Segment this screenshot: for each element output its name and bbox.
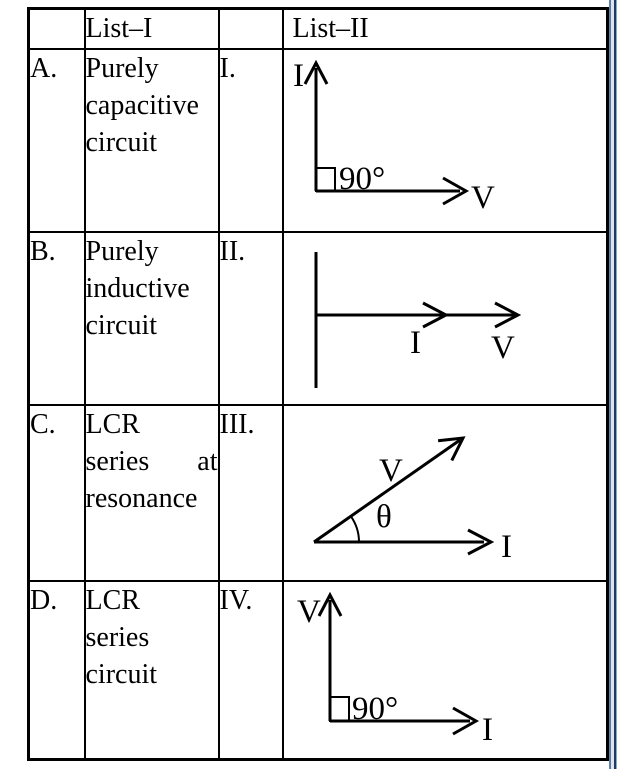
voltage-phasor-line	[312, 438, 461, 543]
row-description: Purely inductive circuit	[83, 230, 220, 406]
row-description: Purely capacitive circuit	[83, 47, 220, 233]
label-current: I	[410, 325, 421, 361]
voltage-arrowhead-icon	[493, 301, 521, 328]
phasor-diagram-i-leading-current: I 90° V	[293, 58, 495, 216]
description-line: LCR	[85, 408, 140, 440]
page-edge-line	[609, 0, 617, 769]
table-row: A. Purely capacitive circuit I. I 90° V	[27, 47, 609, 233]
right-angle-square-icon	[328, 695, 350, 722]
row-key: A.	[27, 47, 86, 233]
label-voltage: V	[379, 453, 403, 489]
angle-arc-icon	[349, 515, 360, 542]
label-angle-90: 90°	[352, 691, 398, 727]
description-line: resonance	[85, 482, 198, 514]
description-line: LCR	[85, 584, 140, 616]
phasor-diagram-iv-leading-voltage: V 90° I	[297, 591, 493, 748]
label-voltage: V	[491, 330, 515, 366]
description-line: Purely	[85, 235, 159, 267]
row-numeral: II.	[217, 230, 284, 406]
table-row: D. LCR series circuit IV. V 90° I	[27, 579, 609, 761]
right-angle-square-icon	[314, 166, 336, 192]
phasor-diagram-cell-iv: V 90° I	[281, 579, 609, 761]
phasor-diagram-iii-phase-angle: V θ I	[312, 435, 512, 565]
description-line: Purely	[85, 52, 159, 84]
table-row: C. LCR series at resonance III. V θ I	[27, 403, 609, 582]
label-voltage: V	[471, 180, 495, 216]
up-arrowhead-icon	[303, 59, 328, 85]
header-list-ii: List–II	[281, 7, 609, 50]
row-numeral: I.	[217, 47, 284, 233]
phasor-diagram-cell-i: I 90° V	[281, 47, 609, 233]
description-line: series at	[85, 445, 218, 477]
right-arrowhead-icon	[451, 706, 479, 735]
label-voltage: V	[297, 594, 321, 630]
row-key: D.	[27, 579, 86, 761]
description-line: capacitive	[85, 89, 199, 121]
match-list-table: List–I List–II A. Purely capacitive circ…	[27, 7, 609, 761]
label-current: I	[293, 58, 304, 94]
description-line: circuit	[85, 126, 158, 158]
label-current: I	[482, 712, 493, 748]
right-arrowhead-icon	[441, 176, 469, 205]
description-line: circuit	[85, 309, 158, 341]
slant-arrowhead-icon	[437, 435, 466, 461]
row-numeral: IV.	[217, 579, 284, 761]
current-arrowhead-icon	[421, 301, 449, 328]
phasor-diagram-cell-iii: V θ I	[281, 403, 609, 582]
header-list-i: List–I	[83, 7, 220, 50]
row-description: LCR series at resonance	[83, 403, 220, 582]
right-arrowhead-icon	[466, 528, 494, 555]
phasor-diagram-ii-in-phase: I V	[314, 251, 521, 388]
header-blank-numeral	[217, 7, 284, 50]
label-current: I	[501, 529, 512, 565]
row-key: B.	[27, 230, 86, 406]
row-key: C.	[27, 403, 86, 582]
table-row: B. Purely inductive circuit II. I V	[27, 230, 609, 406]
phasor-diagram-cell-ii: I V	[281, 230, 609, 406]
header-blank-key	[27, 7, 86, 50]
row-description: LCR series circuit	[83, 579, 220, 761]
description-line: inductive	[85, 272, 190, 304]
up-arrowhead-icon	[317, 591, 342, 617]
description-line: series	[85, 621, 150, 653]
description-line: circuit	[85, 658, 158, 690]
label-angle-90: 90°	[339, 161, 385, 197]
row-numeral: III.	[217, 403, 284, 582]
table-header-row: List–I List–II	[27, 7, 609, 50]
label-theta: θ	[376, 499, 392, 535]
